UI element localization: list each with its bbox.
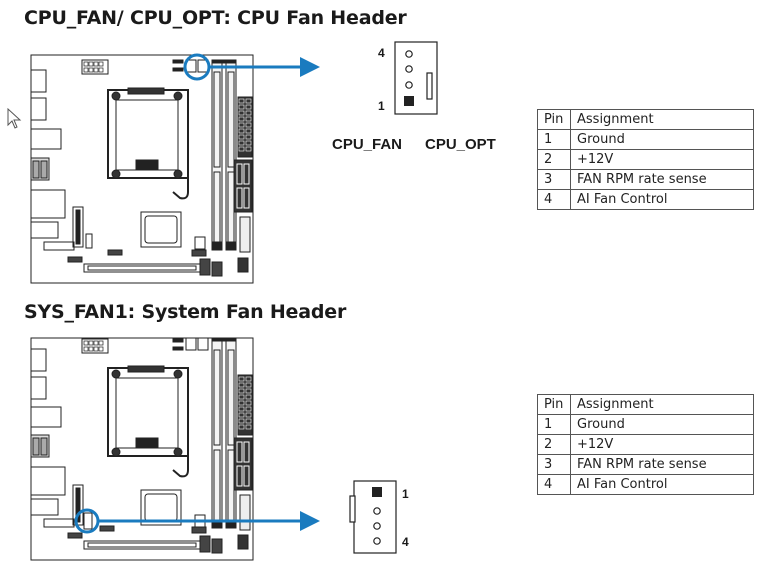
pin-number: 4: [537, 189, 571, 210]
pin-assignment: FAN RPM rate sense: [570, 454, 754, 475]
fan-connector-sys: [349, 480, 397, 554]
pin-number: 1: [537, 414, 571, 435]
pin-label-bottom: 1: [378, 99, 385, 113]
table-row: 2 +12V: [537, 434, 754, 455]
table-header-row: Pin Assignment: [537, 109, 754, 130]
pin-number: 2: [537, 434, 571, 455]
fan-connector-cpu: [394, 41, 438, 115]
pin-label-top: 1: [402, 487, 409, 501]
table-row: 1 Ground: [537, 129, 754, 150]
pin-assignment: FAN RPM rate sense: [570, 169, 754, 190]
pin-assignment: +12V: [570, 434, 754, 455]
table-row: 3 FAN RPM rate sense: [537, 169, 754, 190]
connector-label-cpu-fan: CPU_FAN: [332, 136, 403, 153]
pin-assignment: +12V: [570, 149, 754, 170]
table-row: 1 Ground: [537, 414, 754, 435]
motherboard-diagram-sys-fan: [30, 337, 320, 561]
table-row: 4 AI Fan Control: [537, 189, 754, 210]
pin-number: 3: [537, 454, 571, 475]
pin-assignment-table-cpu-fan: Pin Assignment 1 Ground 2 +12V 3 FAN RPM…: [537, 109, 754, 210]
pin-assignment: Ground: [570, 414, 754, 435]
table-row: 3 FAN RPM rate sense: [537, 454, 754, 475]
pin-assignment: Ground: [570, 129, 754, 150]
table-header-pin: Pin: [537, 394, 571, 415]
table-row: 2 +12V: [537, 149, 754, 170]
pin-number: 1: [537, 129, 571, 150]
table-header-assignment: Assignment: [570, 394, 754, 415]
motherboard-diagram-cpu-fan: [30, 53, 320, 284]
table-header-pin: Pin: [537, 109, 571, 130]
pin-label-top: 4: [378, 46, 385, 60]
pin-number: 3: [537, 169, 571, 190]
pin-number: 4: [537, 474, 571, 495]
pin-number: 2: [537, 149, 571, 170]
table-header-row: Pin Assignment: [537, 394, 754, 415]
section-title-sys-fan: SYS_FAN1: System Fan Header: [24, 301, 347, 323]
mouse-pointer-icon: [7, 108, 22, 129]
pin-assignment: AI Fan Control: [570, 189, 754, 210]
pin-assignment: AI Fan Control: [570, 474, 754, 495]
pin-assignment-table-sys-fan: Pin Assignment 1 Ground 2 +12V 3 FAN RPM…: [537, 394, 754, 495]
pin-label-bottom: 4: [402, 535, 409, 549]
connector-label-cpu-opt: CPU_OPT: [425, 136, 496, 153]
section-title-cpu-fan: CPU_FAN/ CPU_OPT: CPU Fan Header: [24, 7, 407, 29]
arrow-right-icon: [300, 57, 320, 77]
table-row: 4 AI Fan Control: [537, 474, 754, 495]
arrow-right-icon: [300, 511, 320, 531]
table-header-assignment: Assignment: [570, 109, 754, 130]
